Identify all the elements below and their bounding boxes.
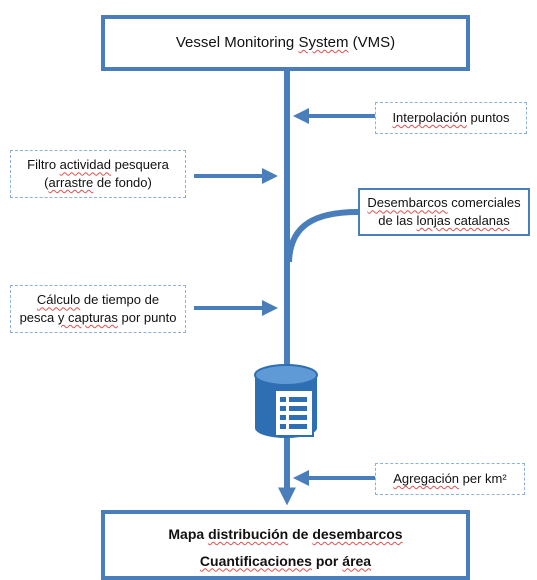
calculo-box: Cálculo de tiempo de pesca y capturas po… [10, 285, 186, 333]
filtro-line-1: Filtro actividad pesquera [27, 157, 169, 173]
calculo-line-1: Cálculo de tiempo de [36, 292, 160, 308]
mapa-line-2: Cuantificaciones por área [199, 552, 372, 569]
interpolacion-box: Interpolación puntos [375, 102, 527, 134]
desembarcos-merge-curve [286, 209, 359, 263]
vms-label: Vessel Monitoring System (VMS) [175, 33, 396, 51]
vms-box: Vessel Monitoring System (VMS) [101, 15, 470, 71]
mapa-box: Mapa distribución de desembarcos Cuantif… [101, 510, 470, 580]
calculo-line-2: pesca y capturas por punto [19, 310, 177, 325]
mapa-line-1: Mapa distribución de desembarcos [168, 526, 403, 542]
agregacion-label: Agregación per km² [393, 471, 507, 487]
agregacion-box: Agregación per km² [375, 463, 525, 495]
filtro-box: Filtro actividad pesquera (arrastre de f… [10, 150, 186, 198]
filtro-line-2: (arrastre de fondo) [44, 175, 152, 190]
interpolacion-label: Interpolación puntos [392, 110, 510, 126]
database-document-icon [254, 364, 318, 438]
desembarcos-line-2: de las lonjas catalanas [378, 213, 510, 228]
desembarcos-box: Desembarcos comerciales de las lonjas ca… [358, 188, 530, 236]
desembarcos-line-1: Desembarcos comerciales [367, 195, 521, 211]
